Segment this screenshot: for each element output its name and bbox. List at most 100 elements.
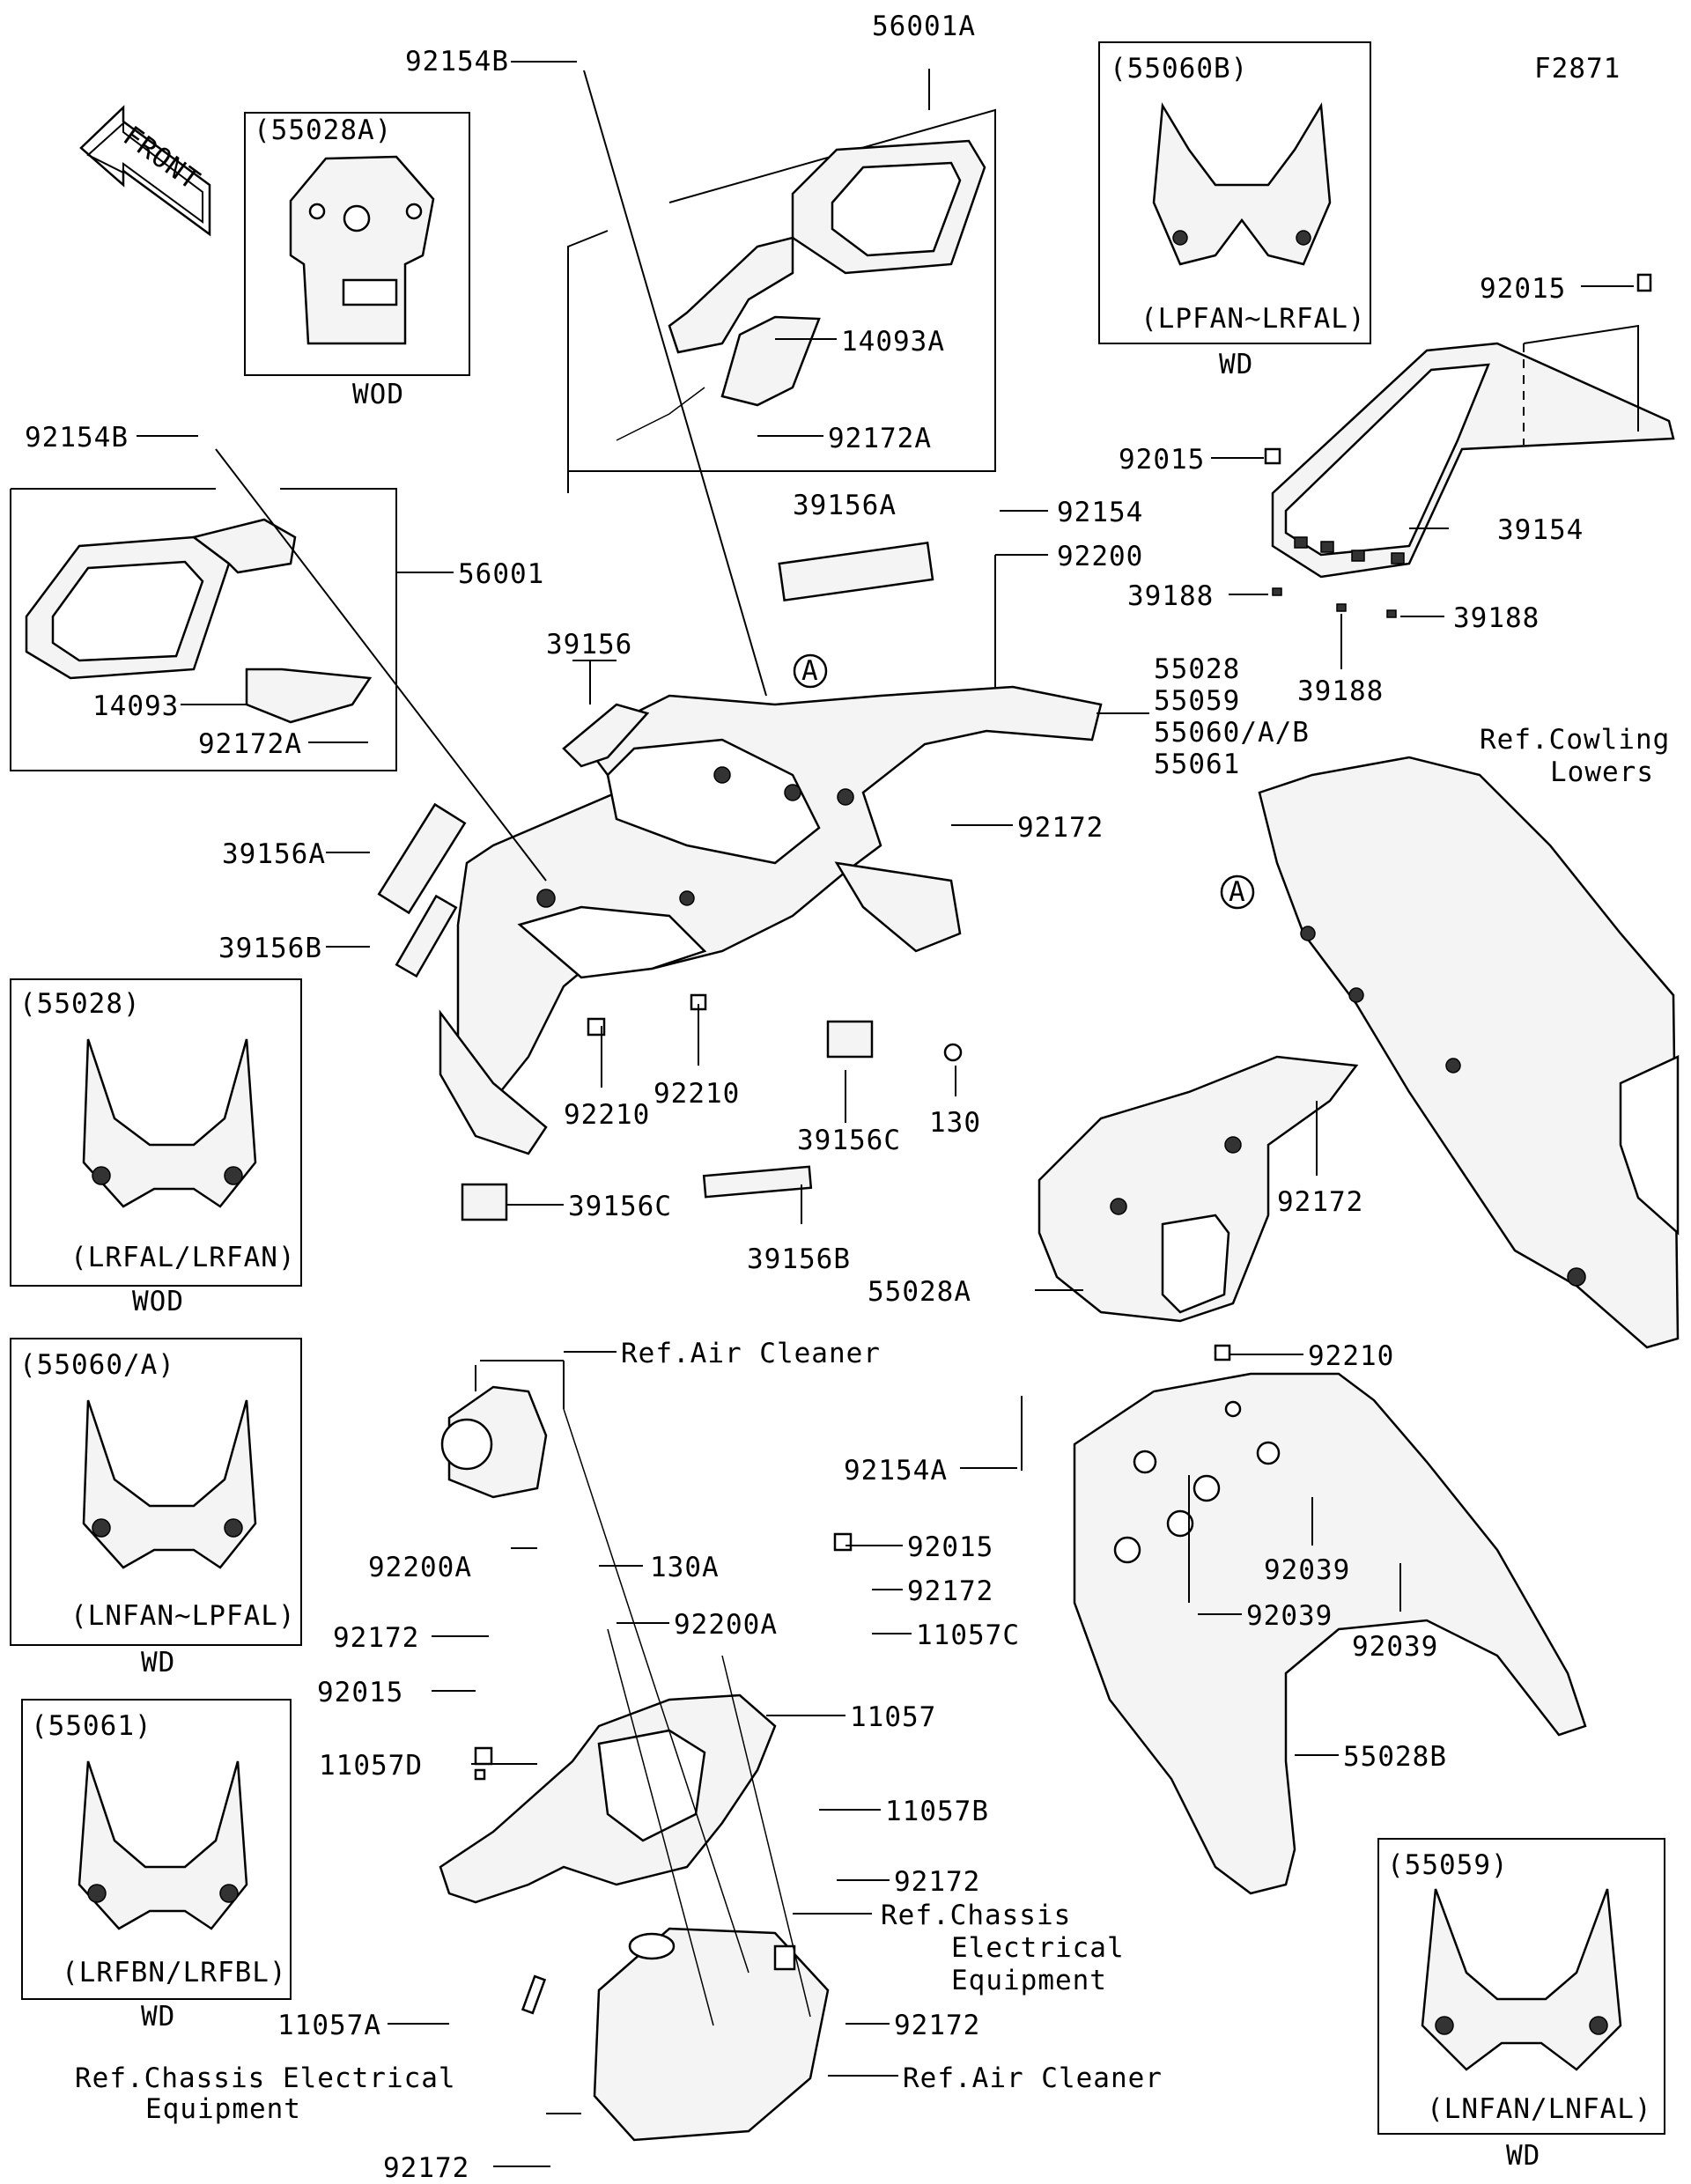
- ref-label: Equipment: [951, 1965, 1107, 1996]
- part-label: 39188: [1297, 675, 1384, 707]
- leader-lines: [137, 61, 1634, 2167]
- ref-label: Lowers: [1550, 756, 1654, 788]
- ref-label: Ref.Air Cleaner: [903, 2062, 1163, 2094]
- part-label: 11057A: [277, 2010, 381, 2041]
- part-label: 92015: [317, 1677, 403, 1708]
- part-label: 39154: [1497, 514, 1584, 546]
- part-label: 92172A: [198, 728, 302, 760]
- ref-label: Ref.Air Cleaner: [621, 1338, 881, 1369]
- part-label: 92210: [1308, 1340, 1394, 1372]
- inset-55059: (55059) (LNFAN/LNFAL) WD: [1377, 1838, 1665, 2172]
- part-label: 92210: [564, 1099, 650, 1131]
- inset-variant: WD: [141, 1647, 175, 1679]
- part-label: 92172: [894, 1866, 980, 1898]
- part-label: 92039: [1264, 1554, 1350, 1586]
- part-label: 92200A: [674, 1609, 778, 1641]
- ref-label: Electrical: [951, 1932, 1125, 1964]
- inset-55028: (55028) (LRFAL/LRFAN) WOD: [10, 978, 302, 1317]
- inset-models: (LPFAN~LRFAL): [1141, 303, 1366, 335]
- part-label: 92172: [907, 1575, 993, 1607]
- inset-models: (LNFAN/LNFAL): [1427, 2093, 1652, 2125]
- inset-code: (55060/A): [19, 1349, 175, 1381]
- part-label: 92154: [1057, 497, 1143, 528]
- part-label: 92200: [1057, 541, 1143, 572]
- part-label: 39188: [1453, 602, 1540, 634]
- inset-code: (55061): [31, 1710, 152, 1742]
- part-label: 92172: [1277, 1186, 1363, 1218]
- part-label: 92172A: [828, 423, 932, 454]
- part-label: 39156A: [222, 838, 326, 870]
- part-label: 92172: [1017, 812, 1104, 844]
- inset-variant: WOD: [352, 379, 404, 410]
- inset-variant: WD: [1219, 349, 1253, 380]
- inset-models: (LNFAN~LPFAL): [70, 1600, 296, 1632]
- part-label: 92200A: [368, 1552, 472, 1583]
- callout-A-top: A: [793, 653, 828, 689]
- part-label: 92015: [907, 1531, 993, 1563]
- inset-55060B: (55060B) (LPFAN~LRFAL) WD: [1098, 41, 1371, 380]
- part-label: 11057D: [319, 1750, 423, 1782]
- part-label: 92154B: [25, 422, 129, 454]
- windshield-39154: [1271, 324, 1675, 579]
- part-label: 92172: [333, 1622, 419, 1654]
- side-fairing-55028B: [1073, 1372, 1587, 1895]
- inset-code: (55028A): [254, 114, 392, 146]
- part-label: 92154A: [844, 1455, 948, 1487]
- mirror-56001A: [567, 69, 996, 493]
- inset-code: (55028): [19, 988, 141, 1020]
- part-label: 39156C: [568, 1191, 672, 1222]
- part-label: 39156A: [793, 490, 897, 521]
- figure-code: F2871: [1534, 53, 1621, 85]
- part-label: 56001: [458, 558, 544, 590]
- ref-label: Ref.Cowling: [1480, 724, 1670, 756]
- upper-cowling: [439, 685, 1103, 1155]
- inset-55060A: (55060/A) (LNFAN~LPFAL) WD: [10, 1338, 302, 1679]
- svg-text:A: A: [801, 655, 819, 687]
- part-label: 39156C: [797, 1125, 901, 1156]
- part-label: 14093: [92, 690, 179, 722]
- inner-cowl-55028A: [1037, 1055, 1359, 1323]
- part-label: 56001A: [872, 11, 976, 42]
- part-label: 92039: [1352, 1631, 1438, 1663]
- part-label: 130A: [650, 1552, 720, 1583]
- inset-code: (55059): [1387, 1849, 1509, 1881]
- part-label: 55061: [1154, 749, 1240, 780]
- part-label: 11057C: [916, 1620, 1020, 1651]
- cowling-lowers-ref: [1258, 756, 1680, 1349]
- air-cleaner-parts: [440, 1385, 830, 2142]
- reference-labels: Ref.Cowling Lowers Ref.Air Cleaner Ref.C…: [75, 724, 1670, 2125]
- small-parts: [377, 273, 1652, 2015]
- inset-models: (LRFAL/LRFAN): [70, 1242, 296, 1273]
- part-label: 92210: [654, 1078, 740, 1110]
- inset-variant: WD: [1506, 2140, 1540, 2172]
- part-label: 39156B: [218, 933, 322, 964]
- inset-55028A: (55028A) WOD: [244, 112, 470, 410]
- part-label: 92172: [894, 2010, 980, 2041]
- ref-label: Equipment: [145, 2093, 301, 2125]
- callout-A-right: A: [1220, 874, 1255, 910]
- inset-55061: (55061) (LRFBN/LRFBL) WD: [21, 1699, 292, 2033]
- ref-label: Ref.Chassis: [881, 1900, 1071, 1931]
- part-label: 92015: [1480, 273, 1566, 305]
- part-label: 39156: [546, 629, 632, 660]
- ref-label: Ref.Chassis Electrical: [75, 2062, 456, 2094]
- inset-variant: WOD: [132, 1286, 184, 1317]
- mirror-56001: [10, 488, 397, 771]
- part-label: 55028B: [1343, 1741, 1447, 1773]
- front-stay-11057: [439, 1693, 777, 1904]
- inset-variant: WD: [141, 2001, 175, 2033]
- part-label: 130: [929, 1107, 981, 1139]
- part-label: 92015: [1119, 444, 1205, 476]
- part-label: 55028: [1154, 653, 1240, 685]
- inset-code: (55060B): [1110, 53, 1248, 85]
- svg-text:A: A: [1229, 876, 1246, 908]
- part-label: 39156B: [747, 1243, 851, 1275]
- part-label: 11057B: [885, 1796, 989, 1827]
- front-arrow-icon: FRONT: [79, 105, 211, 237]
- part-label: 11057: [850, 1701, 936, 1733]
- part-label: 39188: [1127, 580, 1214, 612]
- inset-models: (LRFBN/LRFBL): [62, 1957, 287, 1988]
- part-label: 14093A: [841, 326, 945, 358]
- part-label: 55060/A/B: [1154, 717, 1310, 749]
